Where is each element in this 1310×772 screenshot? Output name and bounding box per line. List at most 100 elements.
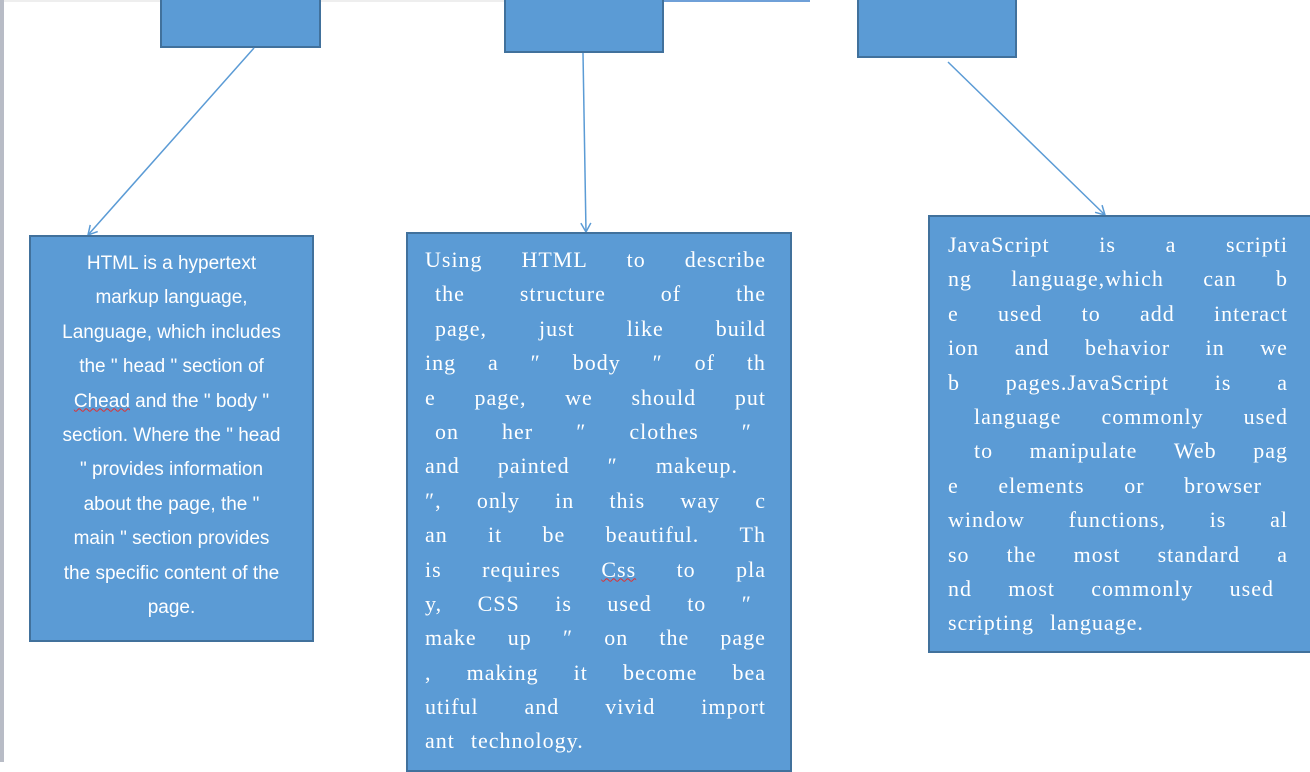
word: on: [604, 625, 629, 651]
word: a: [1165, 232, 1177, 257]
word: c: [755, 487, 766, 513]
word: commonly: [1091, 575, 1194, 601]
word: become: [622, 659, 698, 685]
word: in: [1205, 335, 1225, 361]
word: e: [948, 472, 959, 498]
word: JavaScript: [948, 232, 1050, 257]
word: page,: [435, 315, 488, 341]
word: Using: [425, 247, 483, 272]
word: nd: [948, 575, 972, 601]
word: describe: [684, 247, 766, 272]
html-description-box[interactable]: HTML is a hypertext markup language, Lan…: [29, 235, 314, 642]
window-left-edge: [0, 0, 4, 762]
word: is: [1099, 232, 1116, 257]
word: to: [1081, 300, 1101, 326]
word: pla: [736, 556, 766, 582]
word: add: [1139, 300, 1175, 326]
text-line: HTML is a hypertext: [86, 253, 257, 274]
word: elements: [998, 472, 1085, 498]
word: interact: [1213, 300, 1288, 326]
word: ,: [425, 659, 432, 685]
word: al: [1270, 507, 1288, 533]
word: language.: [1050, 610, 1144, 636]
word: and: [524, 694, 560, 720]
text-line: markup language,: [95, 287, 248, 309]
top-box-css[interactable]: [504, 0, 664, 53]
text-line: Using HTML to describe: [425, 243, 766, 277]
word: this: [609, 487, 646, 513]
word: only: [476, 487, 520, 513]
word: window: [948, 507, 1025, 533]
word: language: [974, 403, 1062, 429]
word: to: [974, 438, 994, 464]
word: is: [1214, 369, 1232, 395]
top-box-html[interactable]: [160, 0, 321, 48]
text-line: Chead and the " body ": [73, 390, 270, 412]
word: ″,: [425, 487, 442, 513]
word: bea: [732, 659, 766, 685]
arrow-js: [947, 61, 1107, 217]
word: b: [948, 369, 960, 395]
word: used: [1229, 575, 1274, 601]
text-line: main " section provides: [73, 528, 270, 550]
word: beautiful.: [605, 522, 700, 548]
word: requires: [482, 556, 561, 582]
word: a: [1277, 541, 1288, 567]
word: utiful: [425, 694, 479, 720]
word: scripting: [948, 610, 1034, 636]
top-box-js[interactable]: [857, 0, 1017, 58]
text-line: section. Where the " head: [62, 424, 281, 446]
word: it: [488, 522, 503, 548]
word: we: [1260, 335, 1288, 361]
word: can: [1203, 266, 1237, 292]
misspelled-word: Chead: [73, 390, 130, 412]
word: to: [626, 247, 646, 272]
word: an: [425, 522, 448, 548]
word: ″: [562, 625, 574, 651]
word: page: [720, 625, 766, 651]
word: ant: [425, 728, 455, 754]
word: technology.: [470, 728, 584, 754]
word: a: [1277, 369, 1288, 395]
word: import: [701, 694, 766, 720]
text-line: nd most commonly used: [948, 572, 1288, 606]
word: is: [425, 556, 442, 582]
word: we: [565, 384, 593, 410]
word: pag: [1253, 438, 1288, 464]
word: makeup.: [655, 453, 738, 479]
word: HTML: [521, 247, 588, 272]
word: should: [631, 384, 697, 410]
word: making: [466, 659, 539, 685]
word: and: [1014, 335, 1050, 361]
word: put: [734, 384, 766, 410]
word: way: [680, 487, 721, 513]
word: e: [425, 384, 436, 410]
word: it: [573, 659, 588, 685]
word: th: [746, 350, 766, 376]
word: ″: [741, 418, 752, 444]
word: ″: [652, 350, 663, 376]
word: commonly: [1101, 403, 1204, 429]
word: up: [507, 625, 532, 651]
word: y,: [425, 590, 443, 616]
word: or: [1124, 472, 1145, 498]
word: browser: [1184, 472, 1262, 498]
word: and: [425, 453, 460, 479]
word: most: [1008, 575, 1056, 601]
word: her: [502, 418, 534, 444]
